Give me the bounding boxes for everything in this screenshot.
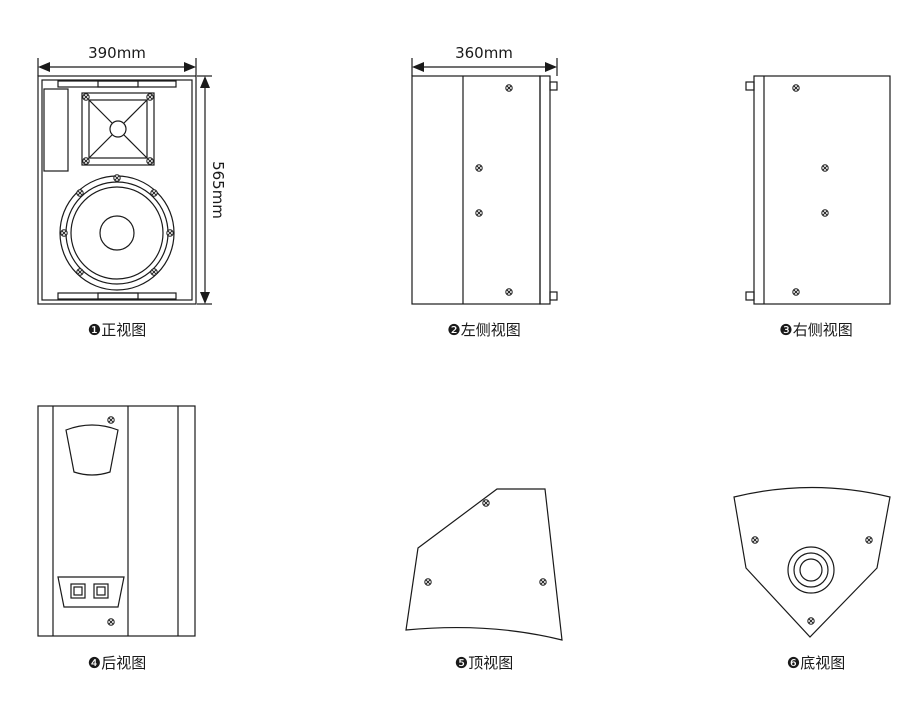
back-view: ❹后视图 [37,405,196,672]
caption-back: ❹后视图 [88,654,146,672]
caption-right: ❸右侧视图 [779,321,852,339]
front-port-slot [43,88,69,172]
bottom-view: ❻底视图 [733,486,891,672]
top-outline [405,488,563,641]
front-view: 390mm 565mm [37,44,227,339]
front-cabinet-outline [37,75,197,305]
front-height-dimension: 565mm [197,75,227,305]
front-height-label: 565mm [209,161,227,219]
left-cabinet-outline [411,75,541,305]
bottom-pole-mount [787,546,835,594]
right-side-view: ❸右侧视图 [745,75,891,339]
caption-front: ❶正视图 [88,321,146,339]
front-width-dimension: 390mm [37,44,197,76]
side-depth-dimension: 360mm [411,44,558,76]
back-input-panel [57,576,125,608]
back-cabinet-outline [37,405,196,637]
bottom-outline [733,486,891,638]
side-depth-label: 360mm [455,44,513,62]
front-width-label: 390mm [88,44,146,62]
left-side-view: 360mm ❷左侧视图 [411,44,558,339]
front-woofer [59,174,175,291]
front-grille-frame [41,79,193,301]
top-view: ❺顶视图 [405,488,563,672]
caption-left: ❷左侧视图 [447,321,520,339]
back-handle-recess [65,424,119,476]
caption-top: ❺顶视图 [455,654,513,672]
right-cabinet-outline [753,75,891,305]
caption-bottom: ❻底视图 [787,654,845,672]
front-horn [81,92,155,166]
